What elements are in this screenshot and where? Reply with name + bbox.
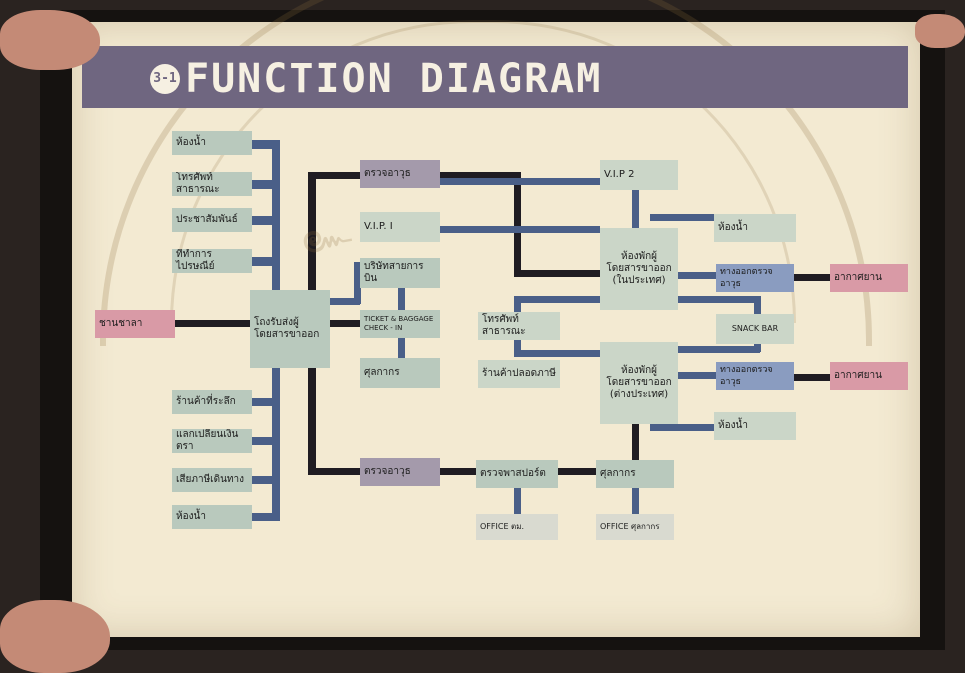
connector	[252, 437, 280, 445]
node-customs: ศุลกากร	[360, 358, 440, 388]
connector	[794, 374, 830, 381]
node-office-immigration: OFFICE ตม.	[476, 514, 558, 540]
office-immigration-label: OFFICE	[480, 522, 509, 531]
node-restroom: ห้องน้ำ	[172, 505, 252, 529]
node-duty-free: ร้านค้าปลอดภาษี	[478, 360, 560, 388]
connector	[440, 468, 476, 475]
node-curbside: ชานชาลา	[95, 310, 175, 338]
node-aircraft: อากาศยาน	[830, 362, 908, 390]
connector	[632, 488, 639, 514]
node-gate-check: ทางออกตรวจอาวุธ	[716, 264, 794, 292]
connector	[330, 320, 360, 327]
node-public-relations: ประชาสัมพันธ์	[172, 208, 252, 232]
hand-top-left	[0, 10, 100, 70]
connector	[252, 513, 280, 521]
diagram-title: FUNCTION DIAGRAM	[185, 56, 603, 102]
node-currency-exchange: แลกเปลี่ยนเงินตรา	[172, 429, 252, 453]
connector	[354, 262, 361, 304]
connector	[252, 140, 280, 149]
ticket-checkin-line2: CHECK - IN	[364, 324, 403, 332]
connector	[514, 296, 600, 303]
node-post-office: ที่ทำการไปรษณีย์	[172, 249, 252, 273]
node-aircraft: อากาศยาน	[830, 264, 908, 292]
connector	[252, 476, 280, 484]
hand-top-right	[915, 14, 965, 48]
connector	[440, 178, 600, 185]
connector	[398, 288, 405, 310]
node-restroom: ห้องน้ำ	[714, 412, 796, 440]
connector	[650, 424, 714, 431]
connector	[678, 272, 716, 279]
office-immigration-name: ตม.	[511, 522, 525, 531]
connector	[308, 468, 360, 475]
connector	[514, 488, 521, 514]
connector	[308, 172, 360, 179]
connector	[252, 180, 280, 189]
node-public-phone: โทรศัพท์สาธารณะ	[478, 312, 560, 340]
node-customs: ศุลกากร	[596, 460, 674, 488]
connector	[514, 172, 521, 276]
connector	[678, 372, 716, 379]
connector	[252, 216, 280, 225]
connector	[440, 226, 600, 233]
node-public-phone: โทรศัพท์สาธารณะ	[172, 172, 252, 196]
node-passport-control: ตรวจพาสปอร์ต	[476, 460, 558, 488]
office-customs-name: ศุลกากร	[631, 522, 660, 531]
connector	[272, 140, 280, 295]
node-snack-bar: SNACK BAR	[716, 314, 794, 344]
connector	[794, 274, 830, 281]
connector	[252, 257, 280, 266]
node-restroom: ห้องน้ำ	[172, 131, 252, 155]
connector	[272, 368, 280, 521]
node-domestic-lounge: ห้องพักผู้โดยสารขาออก (ในประเทศ)	[600, 228, 678, 310]
connector	[308, 368, 316, 475]
connector	[252, 398, 280, 406]
title-bar	[82, 46, 908, 108]
node-intl-lounge: ห้องพักผู้โดยสารขาออก (ต่างประเทศ)	[600, 342, 678, 424]
hand-bottom-left	[0, 600, 110, 673]
connector	[330, 298, 360, 305]
node-airline-office: บริษัทสายการบิน	[360, 258, 440, 288]
node-ticket-checkin: TICKET & BAGGAGE CHECK - IN	[360, 310, 440, 338]
node-office-customs: OFFICE ศุลกากร	[596, 514, 674, 540]
connector	[308, 172, 316, 294]
node-security-check: ตรวจอาวุธ	[360, 160, 440, 188]
connector	[632, 188, 639, 228]
connector	[440, 172, 520, 179]
node-departure-hall: โถงรับส่งผู้โดยสารขาออก	[250, 290, 330, 368]
connector	[632, 398, 639, 462]
node-security-check: ตรวจอาวุธ	[360, 458, 440, 486]
node-restroom: ห้องน้ำ	[714, 214, 796, 242]
connector	[558, 468, 596, 475]
node-gate-check: ทางออกตรวจอาวุธ	[716, 362, 794, 390]
connector	[514, 350, 600, 357]
ticket-checkin-line1: TICKET & BAGGAGE	[364, 315, 434, 323]
connector	[398, 338, 405, 360]
connector	[678, 296, 760, 303]
connector	[514, 270, 600, 277]
node-souvenir-shop: ร้านค้าที่ระลึก	[172, 390, 252, 414]
title-badge: 3-1	[150, 64, 180, 94]
office-customs-label: OFFICE	[600, 522, 629, 531]
connector	[650, 214, 714, 221]
node-vip-2: V.I.P 2	[600, 160, 678, 190]
connector	[175, 320, 251, 327]
connector	[678, 346, 760, 353]
node-vip-1: V.I.P. I	[360, 212, 440, 242]
node-travel-tax: เสียภาษีเดินทาง	[172, 468, 252, 492]
